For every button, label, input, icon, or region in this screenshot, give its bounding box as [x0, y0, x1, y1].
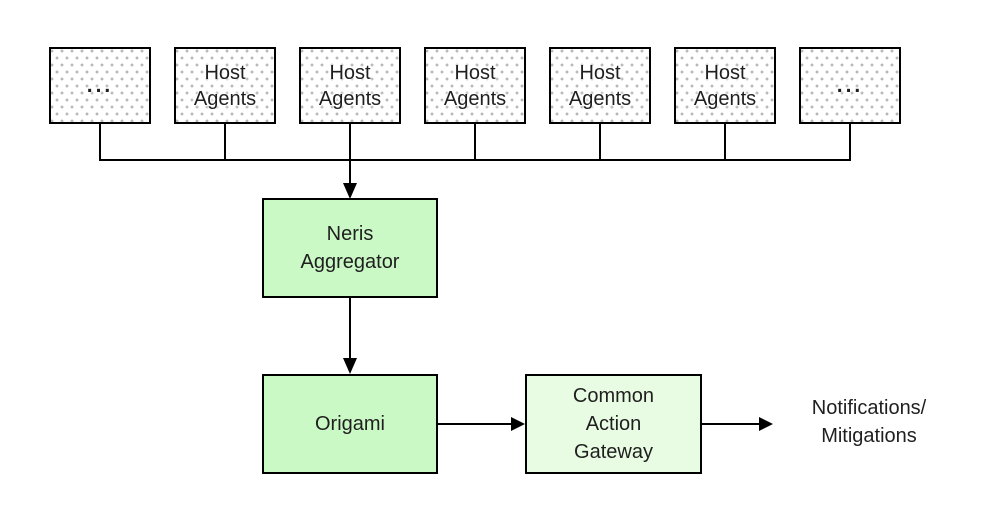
- origami-label: Origami: [314, 413, 385, 435]
- notifications-line: Notifications/: [811, 397, 927, 419]
- neris-aggregator-label: Neris Aggregator: [300, 223, 400, 273]
- host-agents-label: Host Agents: [193, 61, 257, 110]
- arrow-gateway-to-output-shaft: [702, 423, 760, 425]
- connector-stub-1: [99, 124, 101, 161]
- ellipsis-box-right: ...: [799, 47, 901, 124]
- connector-stub-3: [349, 124, 351, 161]
- arrow-right-icon: [759, 417, 773, 431]
- host-agents-label: Host Agents: [318, 61, 382, 110]
- connector-stub-4: [474, 124, 476, 161]
- arrow-down-icon: [343, 183, 357, 199]
- bus-line: [99, 159, 851, 161]
- connector-stub-2: [224, 124, 226, 161]
- arrow-neris-to-origami-shaft: [349, 298, 351, 358]
- host-agents-box-3: Host Agents: [424, 47, 526, 124]
- host-agents-box-2: Host Agents: [299, 47, 401, 124]
- host-agents-label: Host Agents: [693, 61, 757, 110]
- arrow-bus-to-neris-shaft: [349, 161, 351, 183]
- connector-stub-5: [599, 124, 601, 161]
- host-agents-box-5: Host Agents: [674, 47, 776, 124]
- arrow-right-icon: [511, 417, 525, 431]
- host-agents-box-1: Host Agents: [174, 47, 276, 124]
- common-action-gateway-node: Common Action Gateway: [525, 374, 702, 474]
- mitigations-line: Mitigations: [821, 425, 917, 447]
- origami-node: Origami: [262, 374, 438, 474]
- arrow-origami-to-gateway-shaft: [438, 423, 512, 425]
- arrow-down-icon: [343, 358, 357, 374]
- ellipsis-label: ...: [86, 73, 114, 97]
- common-action-gateway-label: Common Action Gateway: [572, 385, 655, 463]
- host-agents-label: Host Agents: [568, 61, 632, 110]
- ellipsis-box-left: ...: [49, 47, 151, 124]
- neris-aggregator-node: Neris Aggregator: [262, 198, 438, 298]
- connector-stub-6: [724, 124, 726, 161]
- notifications-mitigations-label: Notifications/ Mitigations: [778, 394, 960, 450]
- host-agents-box-4: Host Agents: [549, 47, 651, 124]
- connector-stub-7: [849, 124, 851, 161]
- host-agents-label: Host Agents: [443, 61, 507, 110]
- ellipsis-label: ...: [836, 73, 864, 97]
